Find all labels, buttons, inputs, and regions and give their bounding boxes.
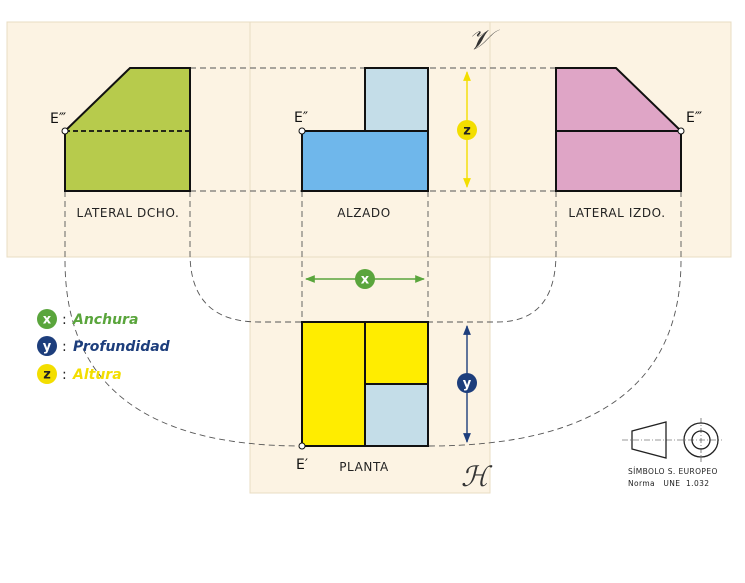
legend-item-profundidad: y : Profundidad <box>37 336 171 356</box>
lateral-dcho-label: LATERAL DCHO. <box>77 206 180 220</box>
european-projection-symbol: SÍMBOLO S. EUROPEO Norma UNE 1.032 <box>622 418 722 488</box>
legend-colon: : <box>62 312 67 328</box>
vertex-point <box>61 127 69 135</box>
legend: x : Anchura y : Profundidad z : Altura <box>37 309 171 384</box>
lateral-izdo-view: E‴ LATERAL IZDO. <box>555 67 702 220</box>
legend-letter: z <box>43 368 51 383</box>
legend-text: Profundidad <box>73 339 171 355</box>
vertex-point <box>298 127 306 135</box>
lateral-dcho-shape <box>64 67 191 192</box>
dimension-x-letter: x <box>361 273 370 288</box>
planta-top-right-block <box>364 321 429 385</box>
horizontal-plane-label: ℋ <box>461 460 493 493</box>
vertex-label: E′ <box>296 457 308 473</box>
alzado-label: ALZADO <box>337 206 391 220</box>
symbol-norma: Norma UNE 1.032 <box>628 479 709 488</box>
vertex-label: E″ <box>294 110 308 126</box>
legend-letter: x <box>43 313 52 328</box>
symbol-caption: SÍMBOLO S. EUROPEO <box>628 467 718 476</box>
lateral-izdo-shape <box>555 67 682 192</box>
dimension-z-letter: z <box>463 124 471 139</box>
legend-colon: : <box>62 367 67 383</box>
alzado-view: E″ ALZADO <box>294 67 429 220</box>
dimension-y-letter: y <box>463 377 472 392</box>
concentric-circles-icon <box>683 418 719 462</box>
dimension-y: y <box>457 325 477 443</box>
legend-text: Anchura <box>72 312 138 328</box>
planta-bottom-right-block <box>364 383 429 447</box>
dimension-x: x <box>305 269 425 289</box>
planta-left-block <box>301 321 366 447</box>
vertex-label: E‴ <box>50 111 66 127</box>
planta-view: E′ PLANTA <box>296 321 429 474</box>
vertex-point <box>298 442 306 450</box>
alzado-base-block <box>301 130 429 192</box>
legend-colon: : <box>62 339 67 355</box>
legend-item-altura: z : Altura <box>37 364 122 384</box>
legend-text: Altura <box>72 367 122 383</box>
planta-label: PLANTA <box>339 460 389 474</box>
truncated-cone-icon <box>631 421 667 459</box>
lateral-dcho-view: E‴ LATERAL DCHO. <box>50 67 191 220</box>
lateral-izdo-label: LATERAL IZDO. <box>568 206 665 220</box>
legend-letter: y <box>43 340 52 355</box>
legend-item-anchura: x : Anchura <box>37 309 138 329</box>
vertex-point <box>677 127 685 135</box>
dimension-z: z <box>457 71 477 188</box>
vertex-label: E‴ <box>686 110 702 126</box>
alzado-top-block <box>364 67 429 132</box>
